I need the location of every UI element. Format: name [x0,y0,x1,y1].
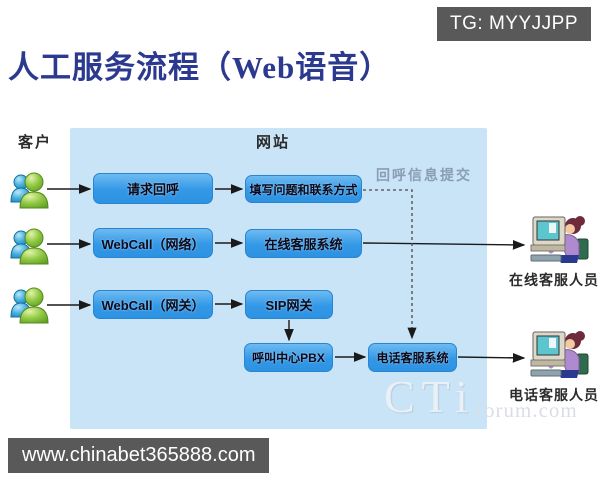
callback-submit-annotation: 回呼信息提交 [376,167,472,183]
page-title: 人工服务流程（Web语音） [8,50,392,85]
node-fill-contact: 填写问题和联系方式 [245,175,362,203]
watermark-forum: forum.com [476,398,578,422]
phone-agent-label: 电话客服人员 [509,387,599,403]
lane-label-website: 网站 [256,134,291,151]
node-webcall-gateway: WebCall（网关） [93,290,213,319]
phone-agent-at-computer-icon [527,326,589,391]
telegram-badge: TG: MYYJJPP [437,7,591,41]
customer-avatar-icon [9,284,49,330]
website-badge: www.chinabet365888.com [8,438,270,473]
customer-avatar-icon [9,225,49,271]
customer-avatar-icon [9,169,49,215]
node-call-center-pbx: 呼叫中心PBX [244,343,333,372]
node-online-service-system: 在线客服系统 [245,229,362,258]
online-agent-label: 在线客服人员 [509,272,599,288]
node-phone-service-system: 电话客服系统 [368,343,457,372]
lane-label-customer: 客户 [18,134,53,151]
node-webcall-network: WebCall（网络） [93,228,213,258]
node-sip-gateway: SIP网关 [245,290,333,319]
node-request-callback: 请求回呼 [93,173,213,204]
watermark-cti: CTi [384,371,475,422]
online-agent-at-computer-icon [527,211,589,276]
